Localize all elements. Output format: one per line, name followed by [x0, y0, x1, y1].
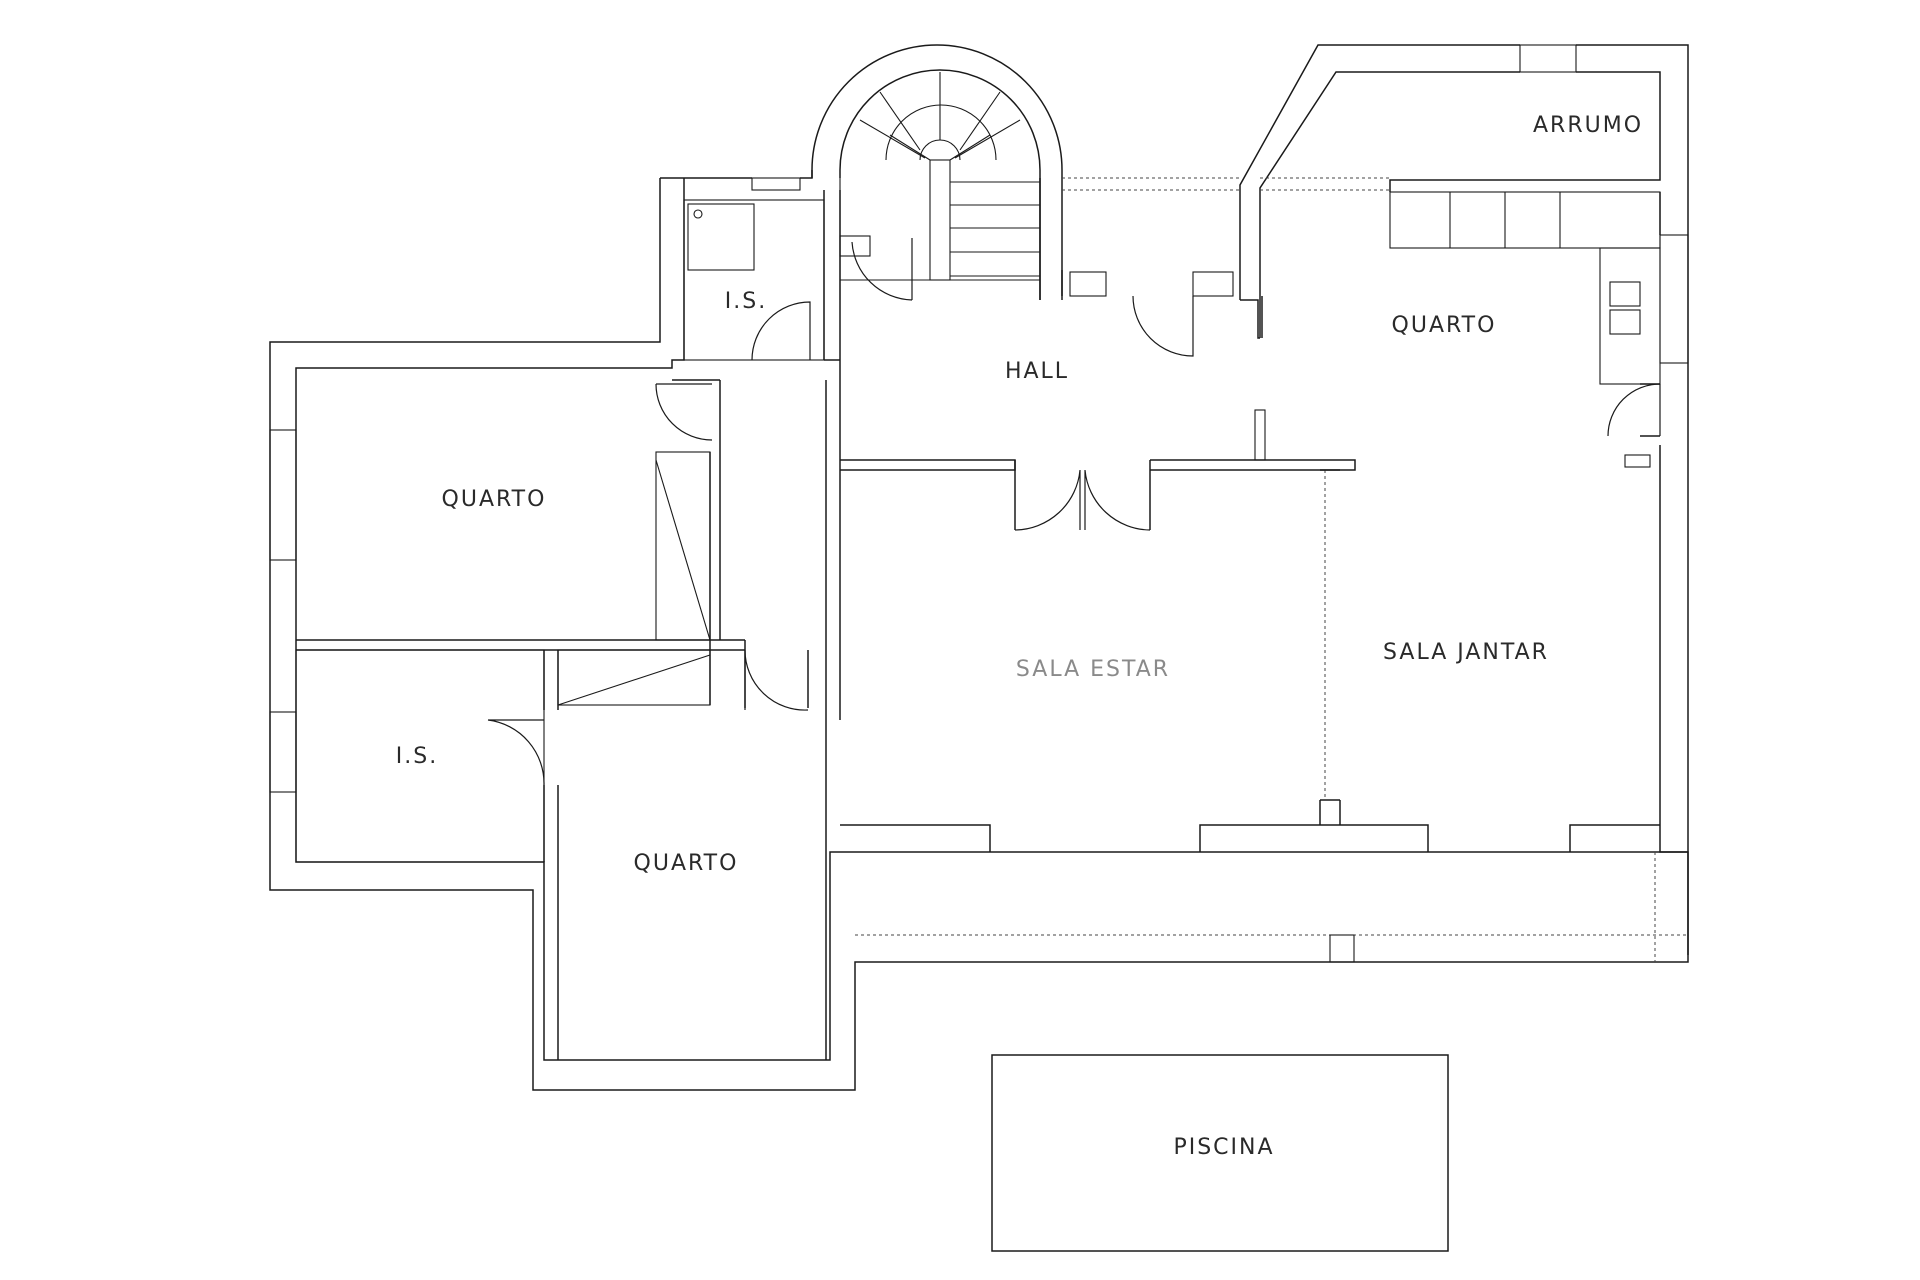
room-label-quarto-left: QUARTO — [442, 487, 547, 512]
room-label-is-bottom: I.S. — [396, 744, 438, 769]
room-label-quarto-bottom: QUARTO — [634, 851, 739, 876]
room-label-arrumo: ARRUMO — [1533, 113, 1643, 138]
pool — [991, 1054, 1449, 1252]
interior-walls — [269, 44, 1689, 1060]
room-label-sala-jantar: SALA JANTAR — [1383, 640, 1549, 665]
room-label-sala-estar: SALA ESTAR — [1016, 657, 1170, 682]
room-label-is-top: I.S. — [725, 289, 767, 314]
room-label-piscina: PISCINA — [1173, 1135, 1274, 1160]
room-label-quarto-right: QUARTO — [1392, 313, 1497, 338]
spiral-staircase — [811, 44, 1063, 300]
exterior-walls — [269, 44, 1689, 1091]
doors — [487, 238, 1661, 786]
room-label-hall: HALL — [1005, 359, 1069, 384]
